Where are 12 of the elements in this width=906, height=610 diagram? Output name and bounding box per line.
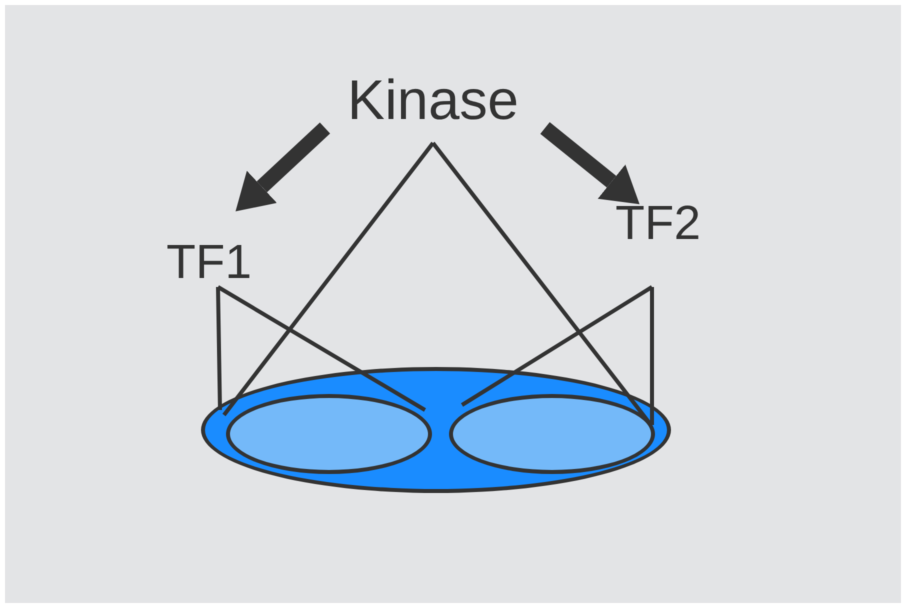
ellipse-shape [449,394,655,474]
connector-line [216,285,426,412]
thick-arrow [236,122,330,212]
node-label: TF1 [166,239,252,287]
ellipse-shape [226,394,432,474]
connector-line [222,142,435,416]
thick-arrow [540,122,640,204]
node-label: TF2 [615,200,701,248]
connector-line [650,287,654,425]
node-label: Kinase [347,72,519,128]
connector-line [216,286,222,410]
connector-line [460,285,654,407]
